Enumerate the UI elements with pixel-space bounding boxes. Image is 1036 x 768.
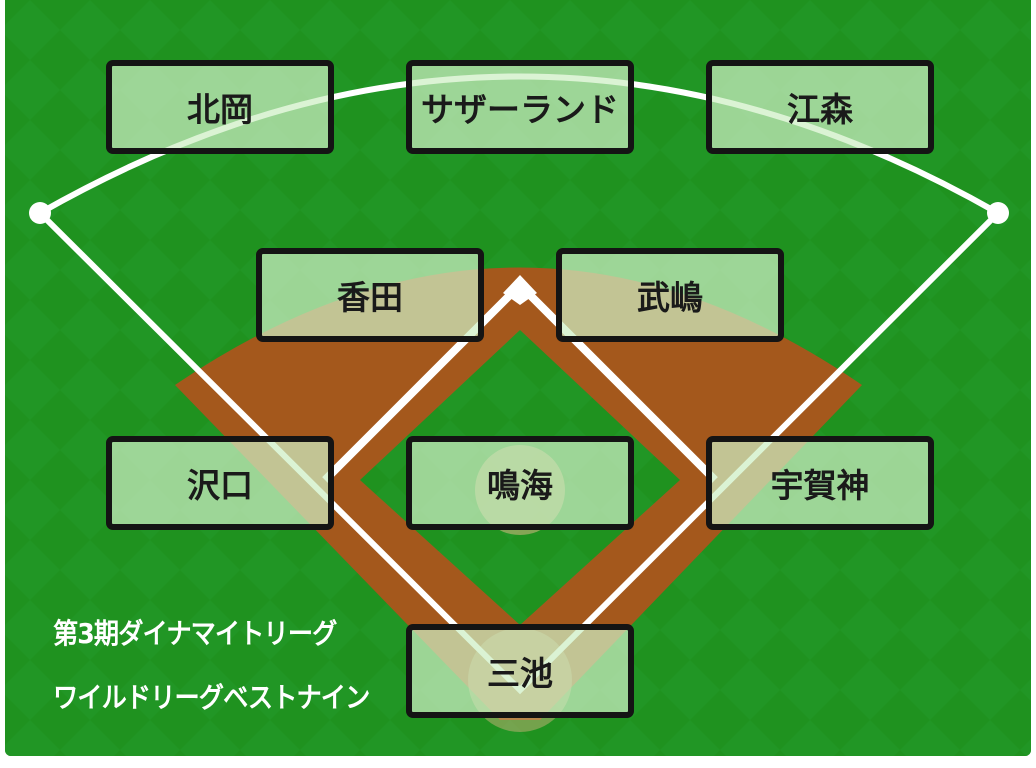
award-title: ワイルドリーグベストナイン (53, 681, 370, 714)
player-name: サザーランド (421, 90, 619, 129)
position-first-base: 宇賀神 (706, 436, 934, 530)
player-name: 沢口 (187, 466, 253, 505)
player-name: 北岡 (187, 90, 253, 129)
position-second-base: 武嶋 (556, 248, 784, 342)
right-foul-pole-icon (987, 202, 1009, 224)
position-center-field: サザーランド (406, 60, 634, 154)
player-name: 宇賀神 (770, 466, 870, 505)
position-pitcher: 鳴海 (406, 436, 634, 530)
second-base-icon (503, 275, 537, 305)
position-third-base: 沢口 (106, 436, 334, 530)
player-name: 江森 (787, 90, 853, 129)
position-right-field: 江森 (706, 60, 934, 154)
player-name: 三池 (487, 654, 553, 693)
player-name: 鳴海 (487, 466, 553, 505)
position-catcher: 三池 (406, 624, 634, 718)
position-shortstop: 香田 (256, 248, 484, 342)
position-left-field: 北岡 (106, 60, 334, 154)
baseball-field: 北岡 サザーランド 江森 香田 武嶋 沢口 鳴海 宇賀神 三池 第3期ダイナマイ… (5, 0, 1031, 756)
left-foul-pole-icon (29, 202, 51, 224)
player-name: 武嶋 (637, 278, 703, 317)
league-title: 第3期ダイナマイトリーグ (53, 617, 337, 650)
player-name: 香田 (337, 278, 403, 317)
